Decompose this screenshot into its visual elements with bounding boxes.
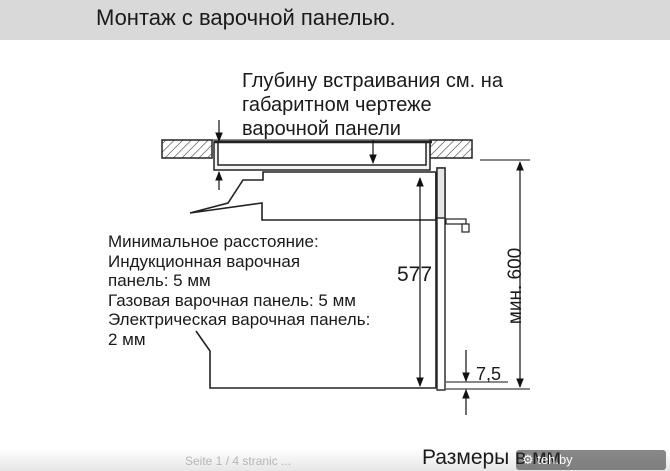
- depth-note-line: габаритном чертеже: [242, 94, 432, 116]
- dimension-577-label: 577: [397, 263, 433, 286]
- oven-handle: [445, 218, 467, 225]
- depth-note-line: варочной панели: [242, 118, 401, 140]
- oven-body: [189, 171, 437, 221]
- min-distance-line: Газовая варочная панель: 5 мм: [108, 290, 356, 310]
- dimension-600-label: мин. 600: [505, 247, 527, 325]
- dimension-75-label: 7,5: [476, 364, 502, 384]
- depth-note-line: Глубину встраивания см. на: [242, 70, 503, 92]
- depth-note: Глубину встраивания см. на габаритном че…: [242, 69, 503, 141]
- oven-lower-body: [195, 330, 436, 389]
- hob-outline: [213, 141, 431, 171]
- min-distance-line: Электрическая варочная панель:: [108, 310, 371, 329]
- min-distance-line: панель: 5 мм: [108, 271, 211, 290]
- worktop-left: [161, 139, 213, 159]
- oven-control-panel: [436, 167, 446, 219]
- oven-handle-knob: [461, 223, 470, 233]
- min-distance-line: Минимальное расстояние:: [108, 232, 319, 251]
- min-distance-note: Минимальное расстояние: Индукционная вар…: [108, 232, 370, 349]
- footer-faded-text: Seite 1 / 4 stranic ...: [185, 454, 292, 468]
- min-distance-line: 2 мм: [108, 329, 146, 349]
- header-band: [0, 0, 670, 40]
- min-distance-line: Индукционная варочная: [108, 251, 301, 271]
- footer-band: [0, 449, 670, 471]
- worktop-right: [429, 139, 473, 159]
- watermark-logo: ⚙ teh.by: [516, 450, 666, 470]
- page-title: Монтаж с варочной панелью.: [96, 5, 396, 30]
